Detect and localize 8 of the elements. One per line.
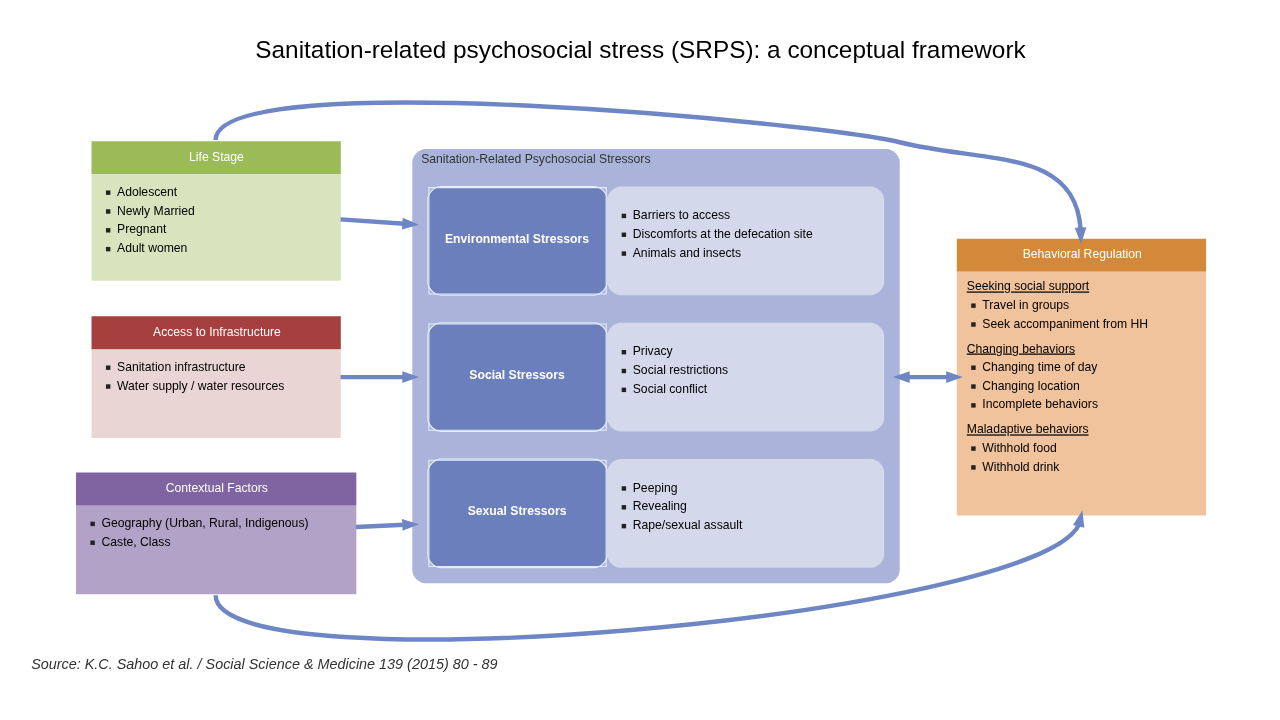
arrow xyxy=(355,518,419,531)
diagram-title: Sanitation-related psychosocial stress (SRPS): a conceptual framework xyxy=(254,35,1026,63)
arrow xyxy=(213,509,1084,642)
arrow xyxy=(213,100,1086,244)
arrow xyxy=(892,370,963,383)
caption: Source: K.C. Sahoo et al. / Social Science & Medicine 139 (2015) 80 - 89 xyxy=(30,655,498,672)
arrow xyxy=(340,370,419,383)
arrow xyxy=(339,216,419,229)
